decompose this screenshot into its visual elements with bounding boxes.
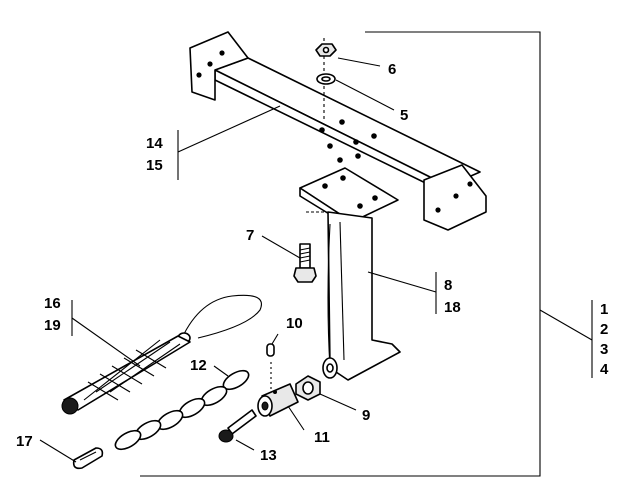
callout-15: 15 — [146, 157, 163, 174]
callout-16: 16 — [44, 295, 61, 312]
callout-13: 13 — [260, 447, 277, 464]
bolt-13 — [218, 409, 257, 443]
washer-5 — [316, 73, 336, 85]
bolt-7 — [293, 211, 330, 283]
callout-2: 2 — [600, 321, 608, 338]
cable-grip — [61, 294, 262, 415]
callout-12: 12 — [190, 357, 207, 374]
callout-17: 17 — [16, 433, 33, 450]
callout-8: 8 — [444, 277, 452, 294]
upright-post — [299, 167, 401, 381]
callout-18: 18 — [444, 299, 461, 316]
nut-6 — [315, 38, 337, 120]
coupler-11 — [257, 383, 299, 417]
callout-19: 19 — [44, 317, 61, 334]
leader-lines — [39, 57, 437, 463]
crossbar — [189, 31, 487, 231]
callout-4: 4 — [600, 361, 609, 378]
nut-9 — [295, 375, 321, 401]
callout-14: 14 — [146, 135, 163, 152]
callout-1: 1 — [600, 301, 608, 318]
callout-11: 11 — [314, 429, 330, 446]
callout-10: 10 — [286, 315, 303, 332]
callout-9: 9 — [362, 407, 370, 424]
callout-6: 6 — [388, 61, 396, 78]
callout-3: 3 — [600, 341, 608, 358]
pin-10 — [266, 343, 275, 392]
callout-5: 5 — [400, 107, 408, 124]
assembly-bracket — [140, 31, 593, 477]
chain-12 — [114, 369, 250, 451]
clip-17 — [72, 447, 104, 470]
callout-7: 7 — [246, 227, 254, 244]
